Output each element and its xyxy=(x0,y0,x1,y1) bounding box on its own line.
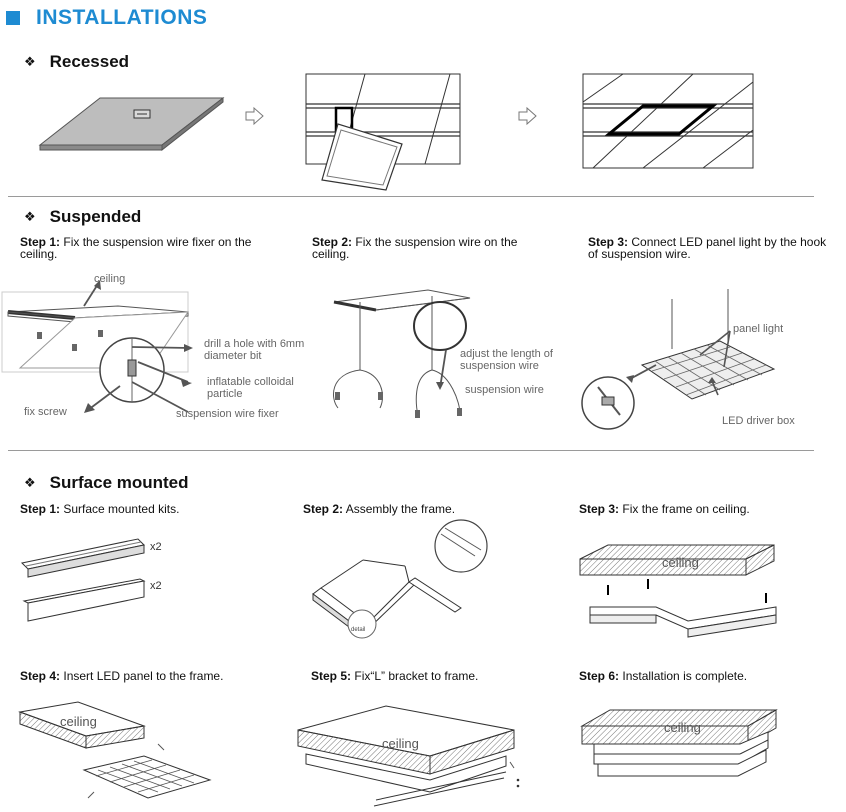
recessed-panel-illustration xyxy=(38,96,225,152)
diamond-bullet-icon: ❖ xyxy=(24,209,36,224)
label-fix-screw: fix screw xyxy=(24,406,67,418)
panel-light-hook-illustration xyxy=(581,289,776,430)
label-wire-fixer: suspension wire fixer xyxy=(176,408,279,420)
square-bullet-icon xyxy=(6,11,20,25)
section-heading-suspended: ❖ Suspended xyxy=(24,207,142,226)
insert-panel-illustration: ceiling xyxy=(18,701,212,799)
label-x2-rail: x2 xyxy=(150,541,162,553)
surface-step2-text: Step 2: Assembly the frame. xyxy=(303,502,456,516)
label-suspension-wire: suspension wire xyxy=(465,384,544,396)
section-divider xyxy=(8,196,814,197)
surface-step5-text: Step 5: Fix“L” bracket to frame. xyxy=(311,669,479,683)
diamond-bullet-icon: ❖ xyxy=(24,475,36,490)
label-led-driver-box: LED driver box xyxy=(722,415,795,427)
page-title: INSTALLATIONS xyxy=(6,6,207,30)
recessed-installed-illustration xyxy=(582,73,754,169)
ceiling-label: ceiling xyxy=(60,714,97,729)
label-adjust-length: adjust the length of suspension wire xyxy=(460,348,553,372)
label-drill-hole: drill a hole with 6mm diameter bit xyxy=(204,338,305,362)
frame-on-ceiling-illustration: ceiling xyxy=(579,544,777,638)
surface-step6-text: Step 6: Installation is complete. xyxy=(579,669,748,683)
ceiling-label: ceiling xyxy=(382,736,419,751)
suspended-step1-text: Step 1: Fix the suspension wire fixer on… xyxy=(20,235,252,261)
section-divider xyxy=(8,450,814,451)
detail-label: detail xyxy=(351,627,365,633)
installation-complete-illustration: ceiling xyxy=(580,709,778,777)
section-heading-surface-mounted: ❖ Surface mounted xyxy=(24,473,189,492)
suspension-wire-illustration xyxy=(332,289,471,418)
label-panel-light: panel light xyxy=(733,323,784,335)
frame-assembly-illustration: detail xyxy=(312,519,488,639)
l-bracket-illustration: ceiling xyxy=(297,705,520,807)
suspension-fixer-illustration xyxy=(1,280,193,413)
diamond-bullet-icon: ❖ xyxy=(24,54,36,69)
recessed-ceiling-grid-illustration xyxy=(305,73,461,191)
surface-mounted-kits-illustration xyxy=(20,538,146,622)
surface-step3-text: Step 3: Fix the frame on ceiling. xyxy=(579,502,750,516)
surface-step4-text: Step 4: Insert LED panel to the frame. xyxy=(20,669,224,683)
next-arrow-icon xyxy=(518,106,537,126)
next-arrow-icon xyxy=(245,106,264,126)
suspended-step3-text: Step 3: Connect LED panel light by the h… xyxy=(588,235,827,261)
ceiling-label: ceiling xyxy=(662,555,699,570)
section-heading-recessed: ❖ Recessed xyxy=(24,52,130,71)
label-colloidal-particle: inflatable colloidal particle xyxy=(207,376,294,400)
label-ceiling: ceiling xyxy=(94,273,126,285)
label-x2-plate: x2 xyxy=(150,580,162,592)
suspended-step2-text: Step 2: Fix the suspension wire on the c… xyxy=(312,235,518,261)
surface-step1-text: Step 1: Surface mounted kits. xyxy=(20,502,180,516)
ceiling-label: ceiling xyxy=(664,720,701,735)
page-title-text: INSTALLATIONS xyxy=(36,6,208,29)
